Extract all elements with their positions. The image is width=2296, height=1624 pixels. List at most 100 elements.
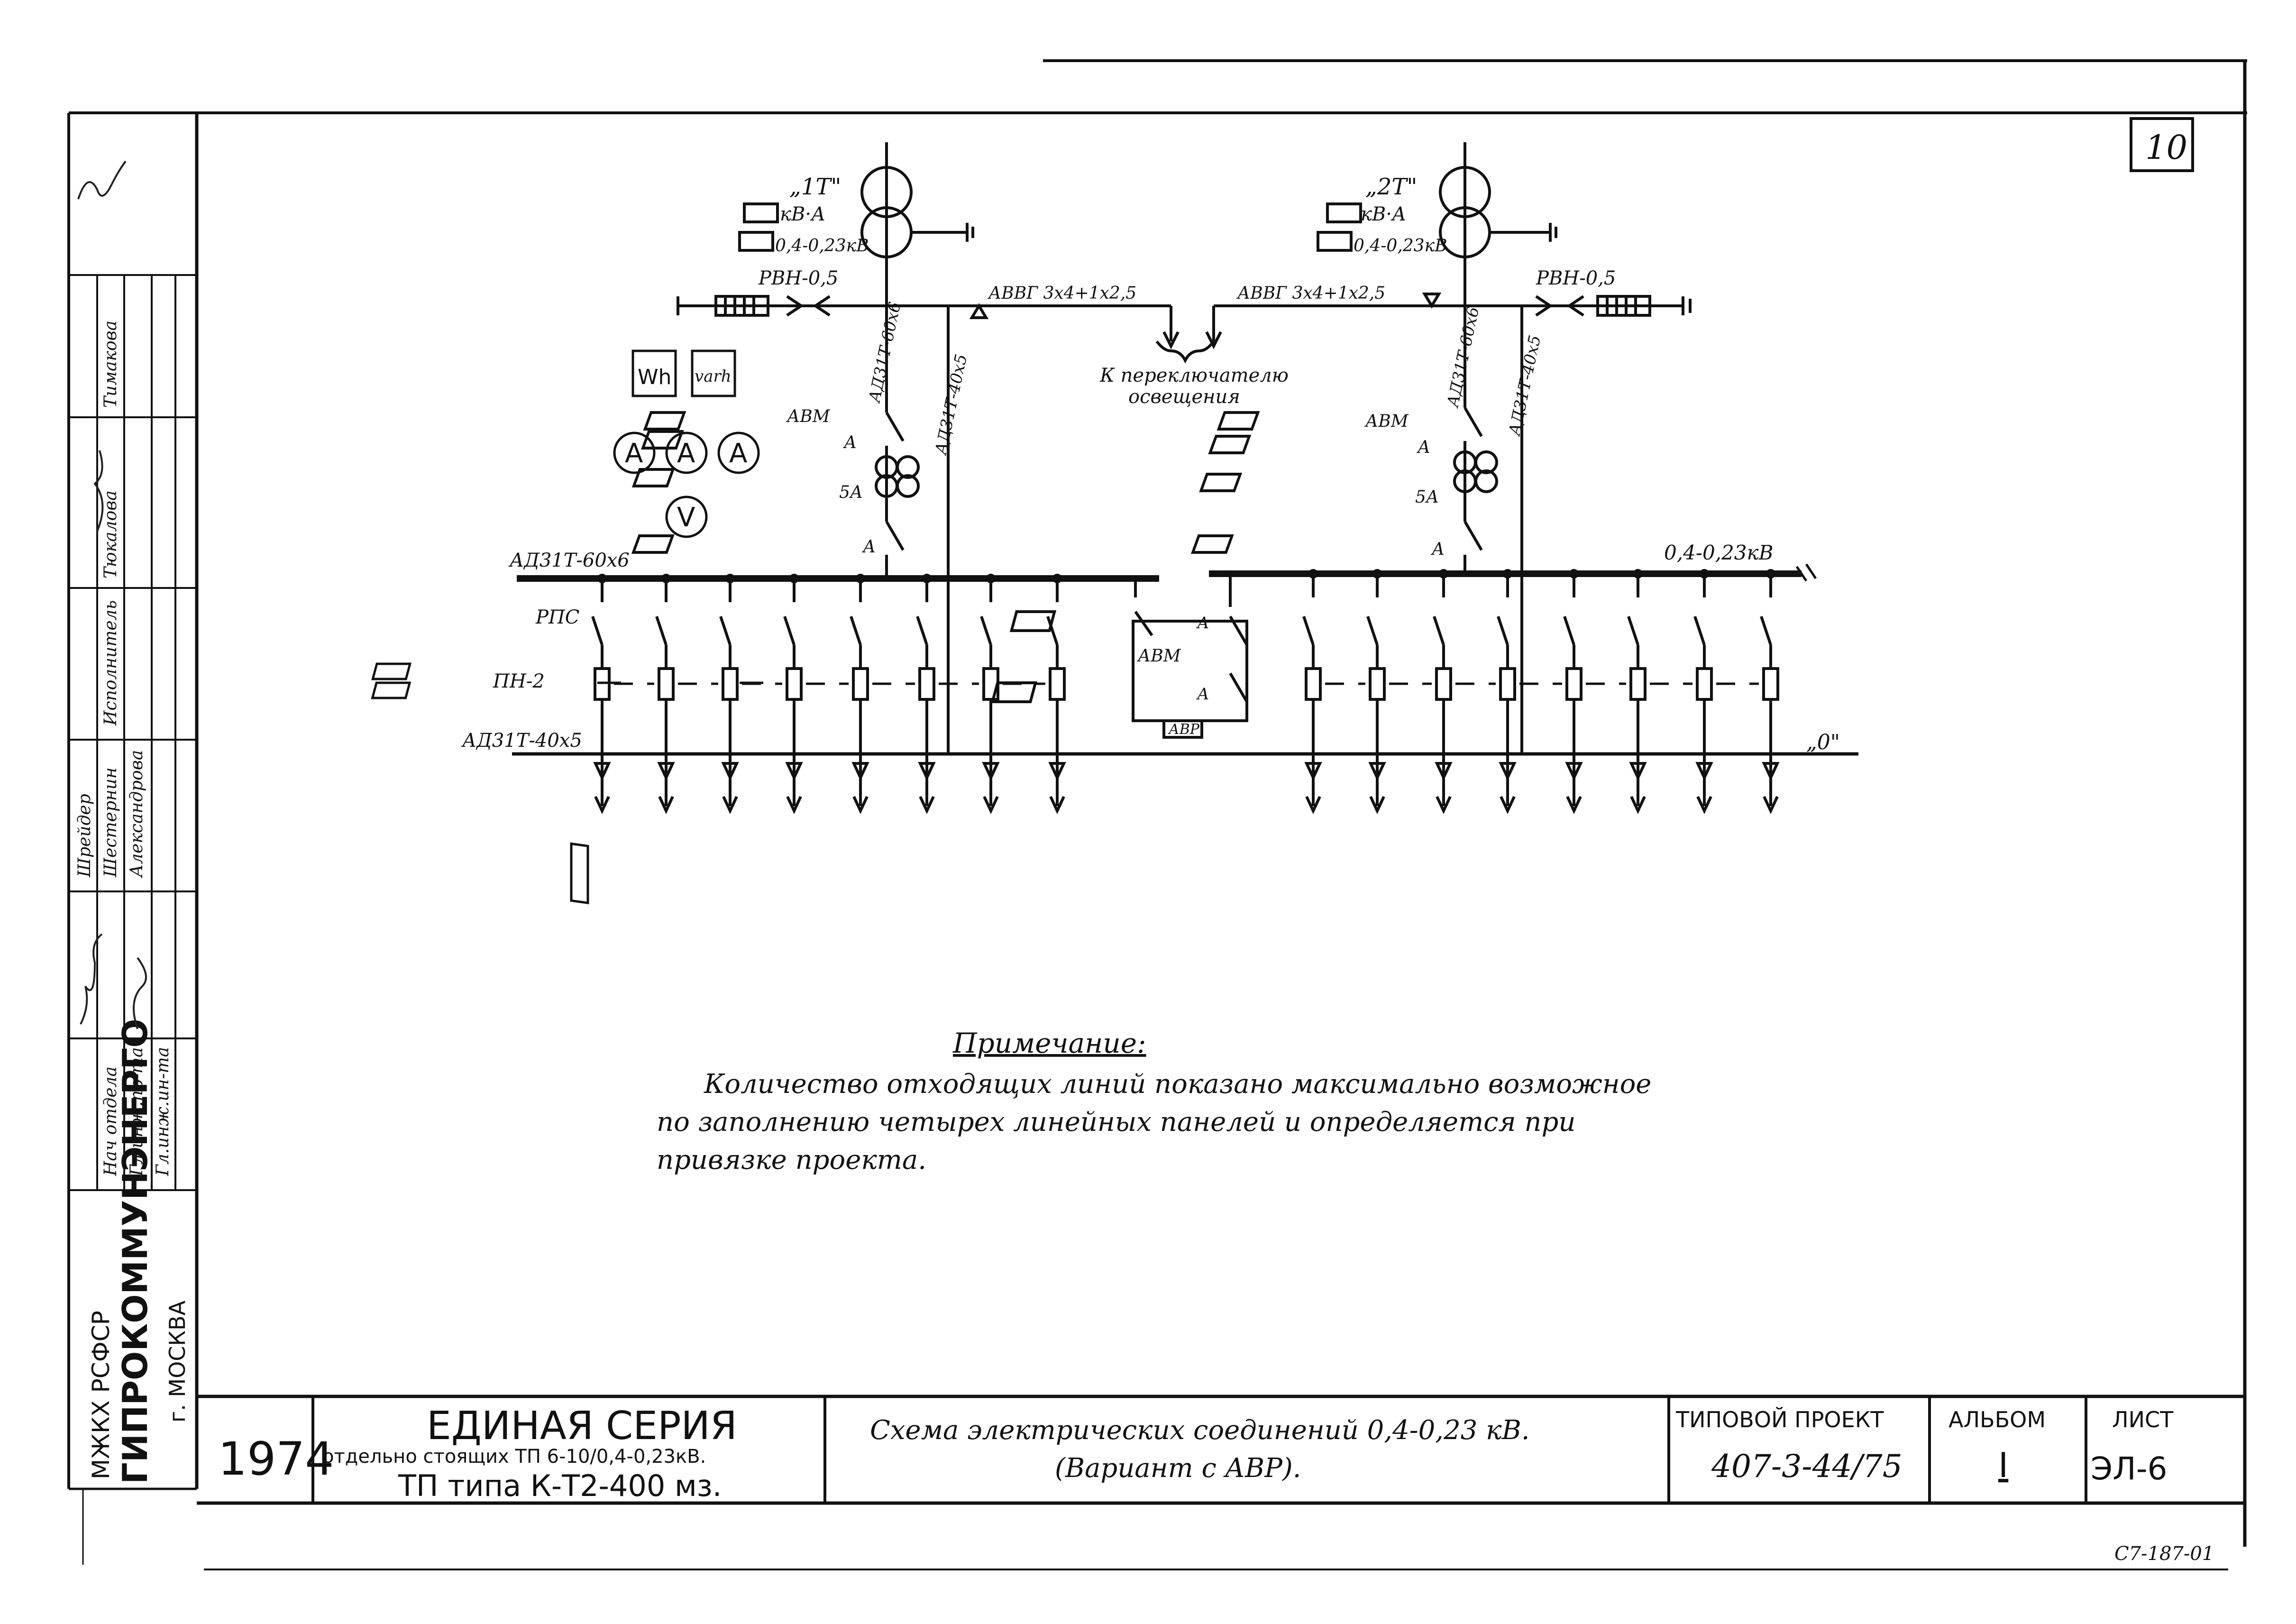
pn2-label: ПН-2 bbox=[493, 670, 545, 692]
transformer-1-voltage: 0,4-0,23кВ bbox=[775, 236, 869, 256]
feeder-left-2-fuse bbox=[658, 667, 675, 701]
tp-type: ТП типа К-Т2-400 мз. bbox=[398, 1468, 722, 1503]
role-1: Нач отдела bbox=[101, 1066, 120, 1176]
feeder-right-3-switch bbox=[1433, 616, 1445, 645]
left-strip bbox=[69, 274, 197, 1191]
feeder-right-1-arrow bbox=[1305, 796, 1321, 815]
feeder-left-3-fuse bbox=[722, 667, 739, 701]
feeder-left-4-switch bbox=[783, 616, 796, 645]
feeder-left-6-switch bbox=[916, 616, 928, 645]
feeder-right-8-arrow bbox=[1763, 796, 1779, 815]
name-2: Шестернин bbox=[101, 767, 120, 878]
feeder-right-8-switch bbox=[1760, 616, 1772, 645]
rvn-feeds bbox=[677, 293, 1692, 364]
feeder-left-5-fuse bbox=[852, 667, 869, 701]
note-line-1: Количество отходящих линий показано макс… bbox=[704, 1069, 1651, 1100]
year: 1974 bbox=[218, 1432, 334, 1486]
rvn-right-label: РВН-0,5 bbox=[1536, 267, 1616, 289]
feeder-left-2-ct bbox=[657, 762, 675, 781]
feeder-left-6-ct bbox=[918, 762, 936, 781]
feeder-right-7-switch bbox=[1693, 616, 1706, 645]
feeder-left-2-arrow bbox=[658, 796, 674, 815]
feeder-right-2-arrow bbox=[1369, 796, 1385, 815]
feeder-left-3-switch bbox=[719, 616, 732, 645]
feeder-right-4-arrow bbox=[1500, 796, 1516, 815]
feeder-right-4-switch bbox=[1497, 616, 1509, 645]
feeder-left-4-arrow bbox=[786, 796, 802, 815]
ammeter-1: A bbox=[625, 438, 643, 469]
zero-bus-label: „0" bbox=[1806, 730, 1840, 754]
feeder-right-7-fuse bbox=[1696, 667, 1713, 701]
feeder-group bbox=[591, 569, 1780, 815]
meters bbox=[613, 349, 760, 538]
feeder-left-8-ct bbox=[1048, 762, 1066, 781]
amp-left-a2: А bbox=[861, 537, 876, 557]
avr-box-label: АВР bbox=[1168, 721, 1200, 738]
sheet-value: ЭЛ-6 bbox=[2091, 1450, 2168, 1487]
cable-left-label: АВВГ 3х4+1х2,5 bbox=[987, 284, 1136, 303]
scheme-line-2: (Вариант с АВР). bbox=[1055, 1453, 1301, 1484]
avm-right-label: АВМ bbox=[1364, 412, 1409, 431]
feeder-left-5-arrow bbox=[852, 796, 869, 815]
feeder-left-2-switch bbox=[655, 616, 668, 645]
transformer-2-voltage: 0,4-0,23кВ bbox=[1354, 236, 1447, 256]
feeder-right-2-switch bbox=[1366, 616, 1379, 645]
feeder-right-5-fuse bbox=[1565, 667, 1583, 701]
avm-left-label: АВМ bbox=[786, 407, 831, 426]
feeder-right-3-fuse bbox=[1435, 667, 1452, 701]
album-label: АЛЬБОМ bbox=[1948, 1407, 2046, 1432]
incomer-2 bbox=[1190, 306, 1523, 754]
feeder-right-5-ct bbox=[1565, 762, 1583, 781]
ad40-right-label: АД31Т-40х5 bbox=[1505, 333, 1545, 438]
transformer-2 bbox=[1317, 142, 1557, 308]
feeder-right-1-fuse bbox=[1305, 667, 1322, 701]
project-label: ТИПОВОЙ ПРОЕКТ bbox=[1675, 1407, 1884, 1432]
feeder-left-1-arrow bbox=[594, 796, 610, 815]
feeder-right-2-fuse bbox=[1369, 667, 1386, 701]
feeder-right-1-ct bbox=[1304, 762, 1322, 781]
role-3: Гл.инж.ин-та bbox=[153, 1047, 173, 1176]
feeder-left-6-arrow bbox=[919, 796, 935, 815]
org-institute: ГИПРОКОММУНЭНЕРГО bbox=[115, 1018, 155, 1484]
role-2: Гл.инж.пр-та bbox=[127, 1047, 146, 1176]
name-4: Тюкалова bbox=[101, 490, 120, 578]
note-line-2: по заполнению четырех линейных панелей и… bbox=[657, 1107, 1575, 1138]
ammeter-2: A bbox=[677, 438, 695, 469]
feeder-left-8-arrow bbox=[1049, 796, 1065, 815]
busbar-left-label: АД31Т-60х6 bbox=[508, 550, 630, 571]
feeder-right-6-arrow bbox=[1630, 796, 1646, 815]
transformer-1-kva: кВ·А bbox=[780, 203, 825, 225]
feeder-left-4-ct bbox=[785, 762, 803, 781]
feeder-right-7-ct bbox=[1695, 762, 1713, 781]
feeder-left-1-switch bbox=[591, 616, 604, 645]
voltmeter: V bbox=[677, 502, 695, 533]
feeder-right-4-fuse bbox=[1499, 667, 1516, 701]
series-subtitle: отдельно стоящих ТП 6-10/0,4-0,23кВ. bbox=[322, 1446, 706, 1468]
feeder-left-4-fuse bbox=[786, 667, 803, 701]
feeder-left-5-ct bbox=[851, 762, 869, 781]
org-city: г. МОСКВА bbox=[165, 1300, 190, 1422]
feeder-left-3-arrow bbox=[722, 796, 738, 815]
feeder-right-6-ct bbox=[1629, 762, 1647, 781]
feeder-left-6-fuse bbox=[918, 667, 935, 701]
amp-right-a1: А bbox=[1416, 438, 1430, 457]
rps-label: РПС bbox=[535, 606, 579, 628]
lower-bus-label: АД31Т-40х5 bbox=[461, 730, 582, 752]
note-title: Примечание: bbox=[952, 1027, 1146, 1059]
feeder-left-7-ct bbox=[982, 762, 1000, 781]
ad40-left-label: АД31Т-40х5 bbox=[931, 352, 971, 457]
amp-right-5a: 5А bbox=[1415, 487, 1439, 507]
amp-left-a1: А bbox=[842, 433, 857, 452]
feeder-left-3-ct bbox=[721, 762, 739, 781]
switch-note-2: освещения bbox=[1128, 386, 1240, 408]
ad60-left-label: АД31Т-60х6 bbox=[865, 300, 905, 404]
feeder-right-7-arrow bbox=[1696, 796, 1712, 815]
feeder-right-4-ct bbox=[1499, 762, 1517, 781]
cable-right-label: АВВГ 3х4+1х2,5 bbox=[1236, 284, 1385, 303]
signatures bbox=[77, 160, 147, 1029]
feeder-left-8-fuse bbox=[1049, 667, 1066, 701]
feeder-right-6-fuse bbox=[1629, 667, 1647, 701]
note-line-3: привязке проекта. bbox=[657, 1145, 926, 1175]
feeder-right-8-ct bbox=[1762, 762, 1780, 781]
